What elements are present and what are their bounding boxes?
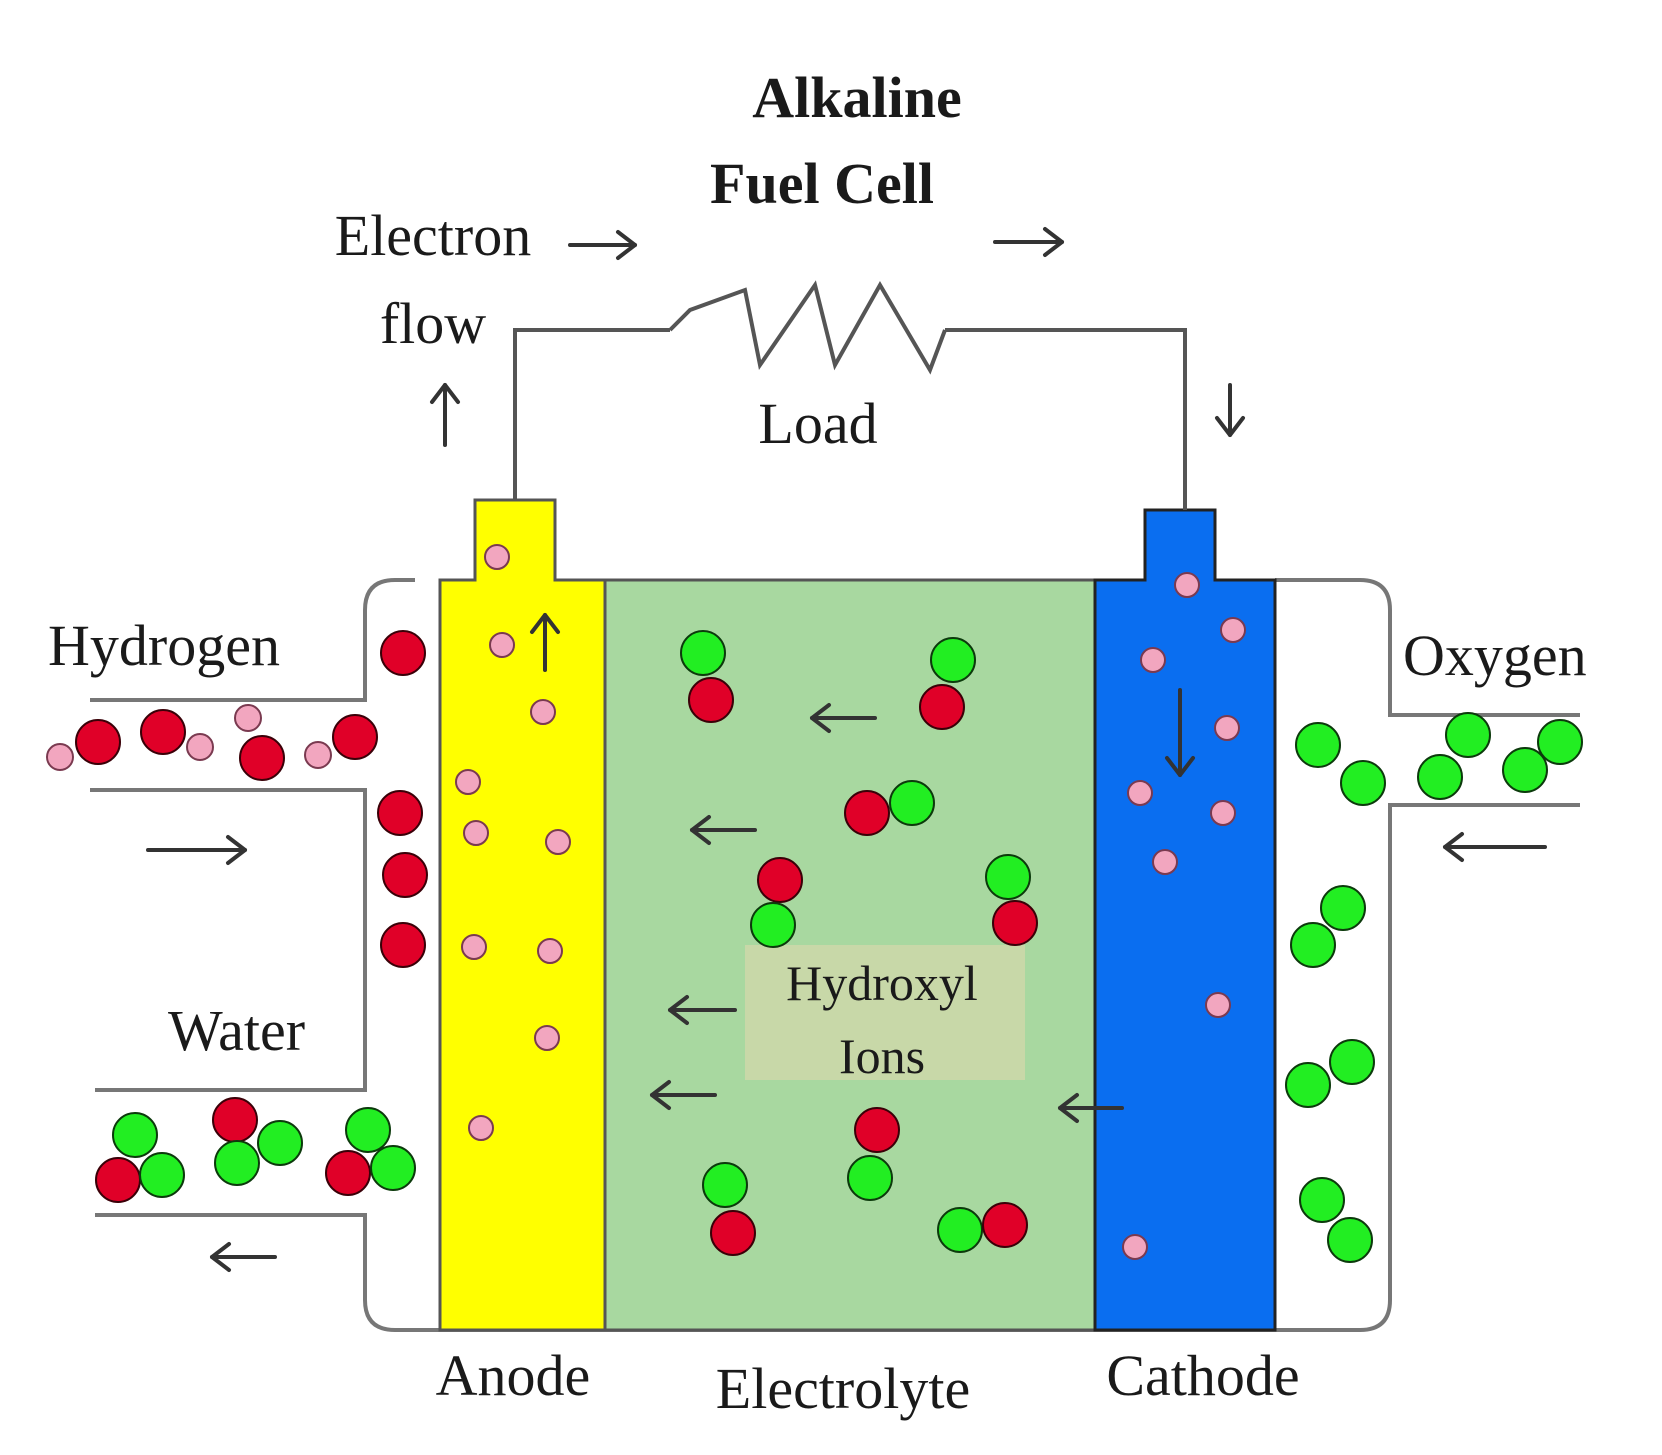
arrow-icon [993,227,1064,257]
electrons-anode [455,544,571,1141]
arrow-icon [1058,1093,1124,1123]
hydroxyl-ions [680,630,1038,1256]
hydroxyl-ions-label-line2: Ions [839,1028,925,1084]
flow-arrows [146,703,1547,1272]
housing-outline [90,578,1580,1332]
oxygen-molecules [1285,712,1583,1263]
arrow-icon [650,1080,717,1110]
diagram-title-line1: Alkaline [752,65,962,130]
water-molecules [95,1097,416,1203]
water-label: Water [168,998,305,1063]
electrolyte-label: Electrolyte [716,1356,970,1421]
arrow-icon [810,703,877,733]
external-circuit [513,280,1187,510]
anode-electrode [438,498,607,1332]
electron-flow-arrows [430,227,1245,777]
molecules [46,544,1583,1263]
diagram-title-line2: Fuel Cell [710,151,934,216]
resistor-icon [668,280,947,375]
electron-flow-label-line2: flow [380,291,486,356]
load-label: Load [758,391,877,456]
arrow-icon [530,613,560,672]
hydroxyl-label-bg [745,945,1025,1080]
arrow-icon [1443,832,1547,862]
molecule-icon [377,630,428,968]
cathode-electrode [1093,508,1277,1332]
arrow-icon [690,815,757,845]
arrow-icon [210,1242,277,1272]
arrow-icon [668,995,737,1025]
arrow-icon [568,230,637,260]
hydrogen-label: Hydrogen [48,613,280,678]
hydroxyl-ions-label-line1: Hydroxyl [786,955,978,1011]
electrons-cathode [1122,572,1246,1260]
cathode-label: Cathode [1106,1343,1299,1408]
arrow-icon [430,383,460,447]
arrow-icon [146,835,247,865]
molecule-icon [46,704,378,781]
anode-label: Anode [436,1343,591,1408]
arrow-icon [1165,688,1195,777]
arrow-icon [1215,383,1245,437]
electron-flow-label-line1: Electron [335,203,531,268]
oxygen-label: Oxygen [1403,623,1587,688]
